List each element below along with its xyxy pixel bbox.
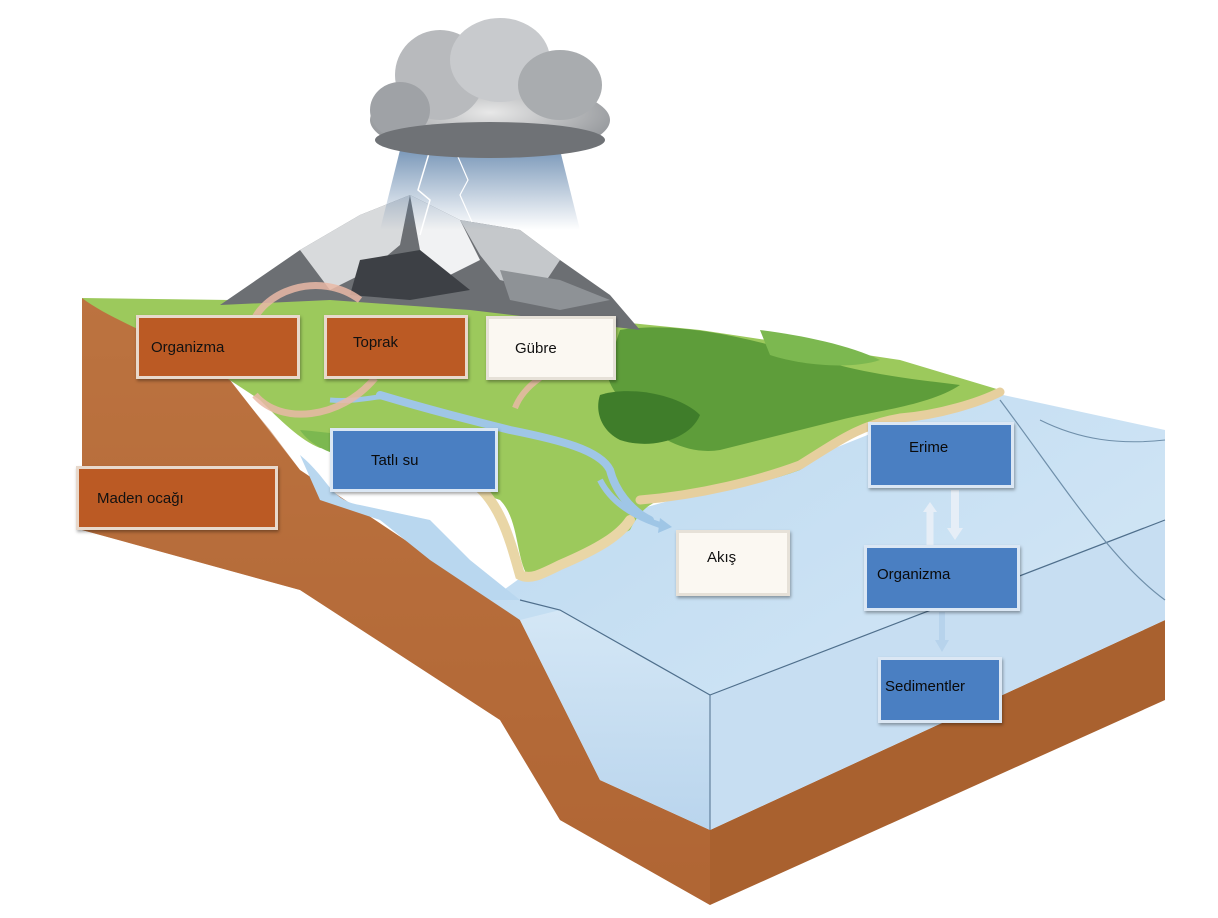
label-runoff: Akış [676,530,790,596]
label-text: Organizma [151,338,225,356]
label-sediments: Sedimentler [878,657,1002,723]
label-text: Erime [909,439,949,456]
label-text: Sedimentler [885,678,966,695]
label-text: Gübre [515,339,557,357]
soil-cross-section [82,298,1165,905]
label-text: Toprak [353,334,399,351]
sea-flow-arrows [923,490,963,652]
label-text: Maden ocağı [97,489,184,507]
label-fertilizer: Gübre [486,316,616,380]
label-freshwater: Tatlı su [330,428,498,492]
label-text: Tatlı su [371,451,419,469]
label-text: Akış [707,549,737,566]
label-organism-land: Organizma [136,315,300,379]
label-organism-sea: Organizma [864,545,1020,611]
label-text: Organizma [877,566,951,583]
label-dissolution: Erime [868,422,1014,488]
label-soil: Toprak [324,315,468,379]
label-mine: Maden ocağı [76,466,278,530]
storm-cloud [370,18,610,236]
runoff-arrow [597,478,672,533]
